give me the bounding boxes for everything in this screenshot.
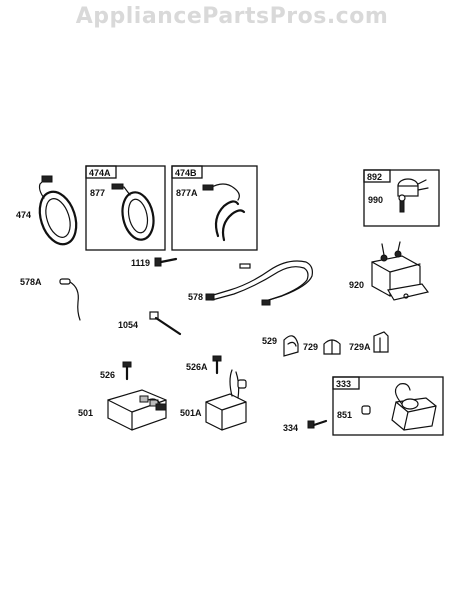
label-851: 851 [337, 410, 352, 420]
part-526a-screw[interactable] [212, 355, 222, 375]
label-526a: 526A [186, 362, 208, 372]
part-501-regulator[interactable] [107, 389, 167, 431]
part-920-solenoid[interactable] [371, 241, 430, 301]
part-1054-cable-tie[interactable] [149, 311, 182, 336]
part-474b-stator[interactable] [202, 183, 246, 242]
label-333: 333 [336, 379, 351, 389]
part-474a-stator[interactable] [111, 183, 158, 243]
part-501a-regulator[interactable] [205, 369, 247, 431]
part-1119-bolt[interactable] [154, 257, 178, 267]
box-892 [363, 169, 440, 227]
label-501: 501 [78, 408, 93, 418]
box-474a [85, 165, 166, 251]
part-990-ignition-switch[interactable] [397, 178, 429, 213]
part-729-clip[interactable] [323, 339, 341, 355]
label-578a: 578A [20, 277, 42, 287]
part-474-stator[interactable] [33, 175, 82, 249]
box-474b [171, 165, 258, 251]
label-892: 892 [367, 172, 382, 182]
part-334-screw[interactable] [307, 419, 328, 429]
part-526-screw[interactable] [122, 361, 132, 381]
label-578: 578 [188, 292, 203, 302]
label-877a: 877A [176, 188, 198, 198]
label-501a: 501A [180, 408, 202, 418]
label-334: 334 [283, 423, 298, 433]
part-529-grommet[interactable] [283, 335, 299, 357]
label-526: 526 [100, 370, 115, 380]
label-474a: 474A [89, 168, 111, 178]
label-1119: 1119 [131, 258, 150, 268]
label-729a: 729A [349, 342, 371, 352]
part-578a-lead[interactable] [59, 278, 81, 321]
label-920: 920 [349, 280, 364, 290]
label-990: 990 [368, 195, 383, 205]
box-333 [332, 376, 444, 436]
label-474b: 474B [175, 168, 197, 178]
part-333-armature[interactable] [361, 383, 437, 431]
label-729: 729 [303, 342, 318, 352]
part-578-harness[interactable] [205, 260, 313, 306]
label-529: 529 [262, 336, 277, 346]
watermark: AppliancePartsPros.com [75, 4, 389, 29]
label-877: 877 [90, 188, 105, 198]
label-1054: 1054 [118, 320, 138, 330]
part-729a-clip[interactable] [373, 331, 389, 353]
label-474: 474 [16, 210, 31, 220]
